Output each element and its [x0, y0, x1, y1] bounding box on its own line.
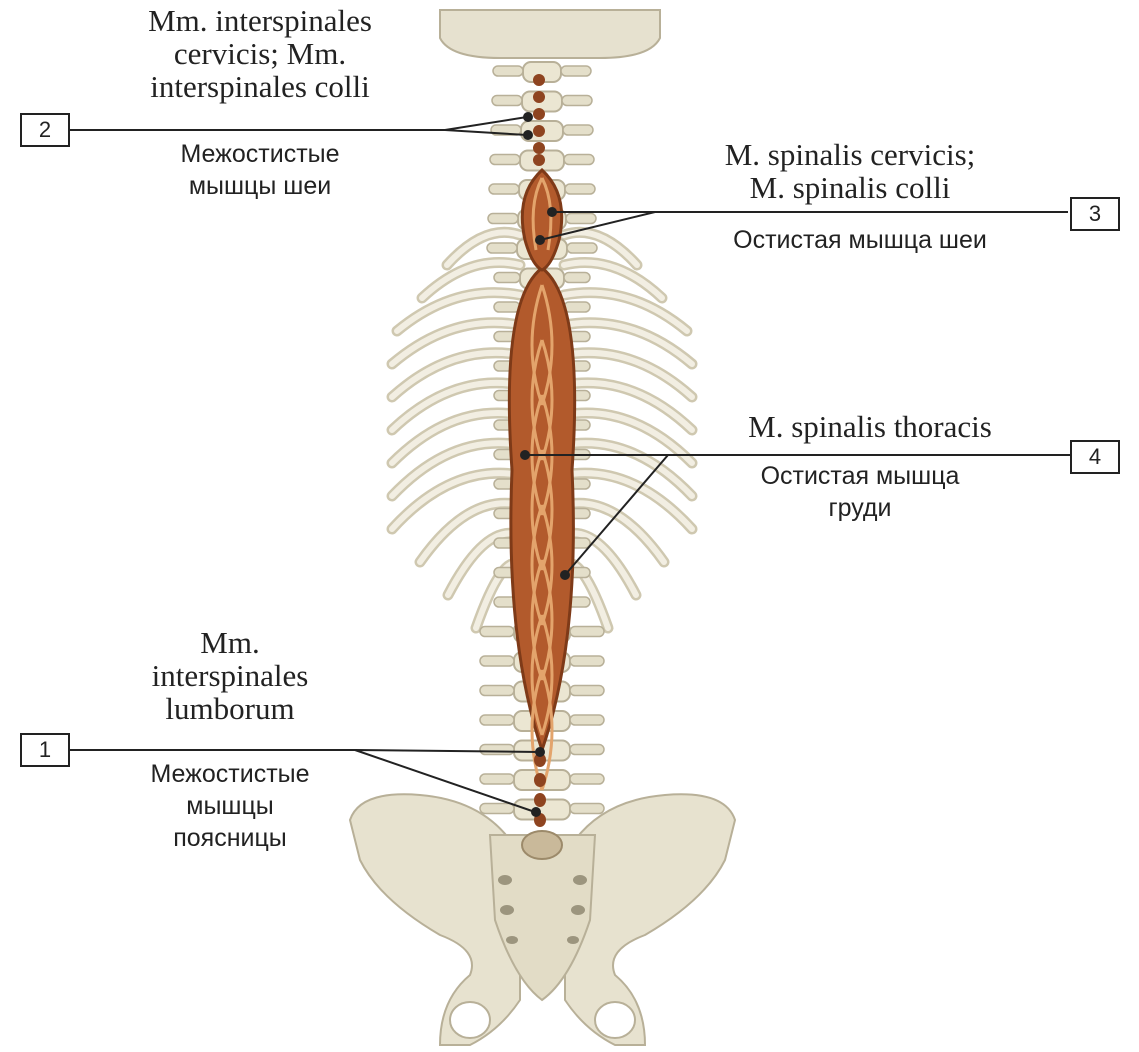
label-1-russian: Межостистые мышцы поясницы	[90, 758, 370, 854]
interspinalis-cervical	[533, 142, 545, 154]
interspinalis-cervical	[533, 91, 545, 103]
label-number-3: 3	[1070, 197, 1120, 231]
transverse-process	[489, 184, 519, 194]
transverse-process	[570, 745, 604, 755]
transverse-process	[564, 302, 590, 312]
transverse-process	[564, 273, 590, 283]
transverse-process	[570, 627, 604, 637]
transverse-process	[561, 66, 591, 76]
transverse-process	[488, 214, 518, 224]
pelvis	[350, 794, 735, 1045]
leader-2	[70, 117, 527, 135]
interspinalis-cervical	[533, 108, 545, 120]
pointer-dot-1b	[532, 808, 540, 816]
interspinalis-lumbar	[534, 793, 546, 807]
transverse-process	[480, 715, 514, 725]
transverse-process	[487, 243, 517, 253]
transverse-process	[480, 774, 514, 784]
pointer-dot-4b	[561, 571, 569, 579]
pointer-dot-3b	[536, 236, 544, 244]
transverse-process	[570, 686, 604, 696]
transverse-process	[562, 96, 592, 106]
label-number-1: 1	[20, 733, 70, 767]
transverse-process	[492, 96, 522, 106]
interspinalis-cervical	[533, 74, 545, 86]
transverse-process	[480, 686, 514, 696]
transverse-process	[494, 273, 520, 283]
transverse-process	[480, 656, 514, 666]
label-1-latin: Mm. interspinales lumborum	[110, 626, 350, 725]
transverse-process	[563, 125, 593, 135]
pointer-dot-1a	[536, 748, 544, 756]
label-4-latin: M. spinalis thoracis	[680, 410, 1060, 443]
transverse-process	[570, 774, 604, 784]
label-4-russian: Остистая мышца груди	[700, 460, 1020, 524]
label-2-latin: Mm. interspinales cervicis; Mm. interspi…	[95, 4, 425, 103]
transverse-process	[480, 745, 514, 755]
label-2-russian: Межостистые мышцы шеи	[120, 138, 400, 202]
pointer-dot-4a	[521, 451, 529, 459]
label-number-2: 2	[20, 113, 70, 147]
pointer-dot-3a	[548, 208, 556, 216]
pointer-dot-2a	[524, 113, 532, 121]
label-3-latin: M. spinalis cervicis; M. spinalis colli	[660, 138, 1040, 204]
transverse-process	[494, 302, 520, 312]
interspinalis-cervical	[533, 125, 545, 137]
transverse-process	[490, 155, 520, 165]
transverse-process	[493, 66, 523, 76]
skull-base	[440, 10, 660, 58]
transverse-process	[567, 243, 597, 253]
interspinalis-lumbar	[534, 773, 546, 787]
transverse-process	[570, 715, 604, 725]
transverse-process	[564, 155, 594, 165]
label-number-4: 4	[1070, 440, 1120, 474]
transverse-process	[480, 627, 514, 637]
transverse-process	[480, 804, 514, 814]
interspinalis-cervical	[533, 154, 545, 166]
transverse-process	[565, 184, 595, 194]
label-3-russian: Остистая мышца шеи	[670, 224, 1050, 256]
transverse-process	[570, 804, 604, 814]
transverse-process	[566, 214, 596, 224]
transverse-process	[570, 656, 604, 666]
pointer-dot-2b	[524, 131, 532, 139]
